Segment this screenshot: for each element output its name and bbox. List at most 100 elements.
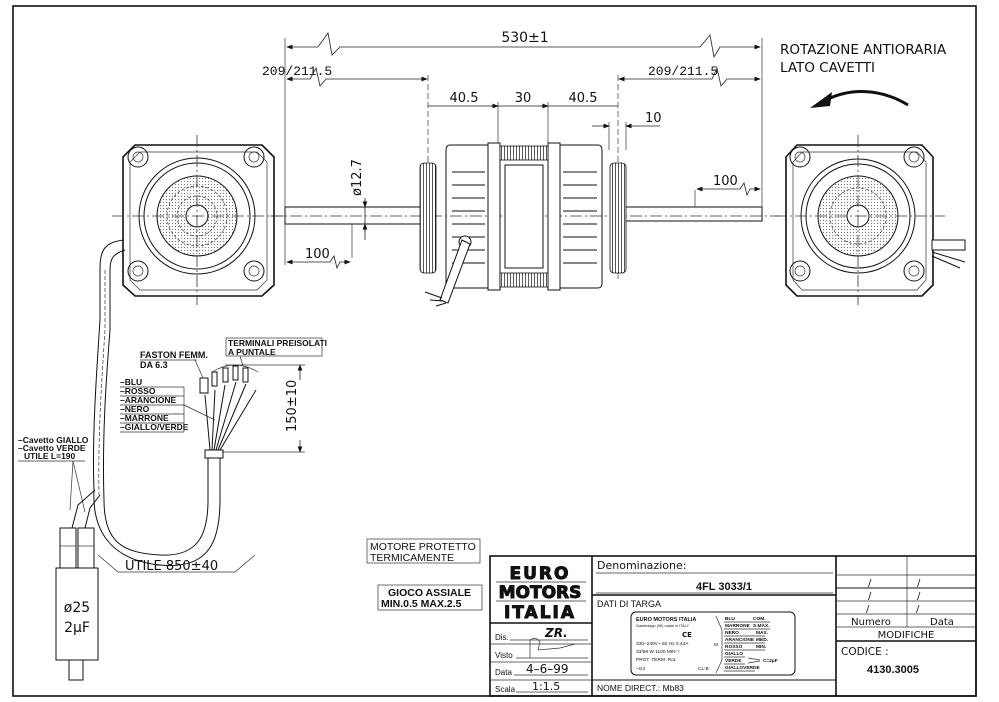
capacitor-value-label: 2µF [64, 620, 90, 636]
svg-text:MIN.0.5 MAX.2.5: MIN.0.5 MAX.2.5 [381, 598, 462, 610]
svg-text:VERDE: VERDE [725, 658, 742, 664]
dati-targa-label: DATI DI TARGA [597, 599, 661, 609]
svg-text:GIOCO ASSIALE: GIOCO ASSIALE [388, 587, 471, 599]
axial-play-note: GIOCO ASSIALE MIN.0.5 MAX.2.5 [377, 584, 483, 611]
motor-side-view [270, 142, 780, 307]
svg-text:NERO: NERO [725, 630, 739, 636]
svg-text:Gambolago (MI) made in ITALY: Gambolago (MI) made in ITALY [636, 624, 690, 628]
segment-left-label: 40.5 [450, 91, 479, 106]
svg-text:330–240V~ 50 Hz 0.44A: 330–240V~ 50 Hz 0.44A [636, 641, 689, 647]
data-value: 4–6–99 [526, 662, 569, 676]
motor-end-view-right [775, 135, 966, 305]
wire-color-item: –NERO [120, 404, 150, 414]
dimension-overall: 530±1 [284, 30, 763, 265]
title-block: EURO MOTORS ITALIA Dis. ZR. Visto Data 4… [489, 555, 977, 697]
segment-right-label: 40.5 [569, 91, 598, 106]
svg-text:M: M [714, 642, 718, 648]
svg-text:A PUNTALE: A PUNTALE [228, 347, 276, 357]
wire-color-item: –ARANCIONE [120, 395, 177, 405]
dimension-shaft-body: 209/211.5 209/211.5 [262, 64, 761, 280]
svg-text:MAX.: MAX. [756, 630, 768, 636]
wire-harness: 150±10 [93, 364, 305, 567]
svg-text:S.MAX.: S.MAX. [753, 623, 770, 629]
svg-text:MOTORE PROTETTO: MOTORE PROTETTO [370, 541, 476, 553]
capacitor-diameter-label: ø25 [64, 600, 90, 616]
svg-text:EURO MOTORS ITALIA: EURO MOTORS ITALIA [636, 617, 696, 623]
modifica-numero: / [868, 578, 872, 589]
svg-text:MIN.: MIN. [756, 644, 766, 650]
left-flat-label: 100 [305, 247, 330, 262]
nameplate-wiring-table: BLU COM. MARRONE S.MAX. NERO MAX. ARANCI… [724, 616, 778, 672]
svg-text:–Cavetto GIALLO: –Cavetto GIALLO [18, 435, 89, 445]
company-logo: EURO MOTORS ITALIA [496, 564, 586, 624]
lead-length-label: 150±10 [285, 380, 300, 432]
cable-length-label: UTILE 850±40 [125, 559, 218, 574]
visto-label: Visto [495, 651, 513, 660]
rotation-note: ROTAZIONE ANTIORARIA LATO CAVETTI [780, 42, 947, 108]
thermal-protection-note: MOTORE PROTETTO TERMICAMENTE [366, 538, 481, 564]
svg-text:MOTORS: MOTORS [499, 583, 582, 603]
scala-value: 1:1.5 [532, 680, 560, 693]
left-shaft-dimension: 209/211.5 [262, 64, 332, 79]
rotation-line2: LATO CAVETTI [780, 60, 875, 76]
modifica-data: / [917, 578, 921, 589]
overall-length-label: 530±1 [501, 30, 548, 46]
svg-text:CL:B: CL:B [698, 666, 709, 672]
dimension-shaft-diameter: ø12.7 [350, 159, 368, 240]
svg-text:UTILE L=190: UTILE L=190 [24, 451, 76, 461]
svg-text:–G4: –G4 [636, 666, 645, 672]
dis-value: ZR. [544, 626, 568, 640]
svg-text:TERMINALI PREISOLATI: TERMINALI PREISOLATI [228, 338, 327, 348]
counterclockwise-arrow-icon [825, 90, 909, 107]
svg-text:PROT. TERM. Rot.: PROT. TERM. Rot. [636, 657, 676, 663]
svg-text:ARANCIONE: ARANCIONE [725, 637, 755, 643]
wire-color-item: –MARRONE [120, 413, 169, 423]
modifica-numero: / [866, 604, 870, 615]
svg-text:–Cavetto VERDE: –Cavetto VERDE [18, 443, 86, 453]
capacitor: ø25 2µF [55, 489, 101, 681]
denominazione-label: Denominazione: [597, 559, 686, 572]
dimension-bearing: 10 [592, 111, 662, 150]
right-flat-label: 100 [713, 174, 738, 189]
capacitor-leads-label: –Cavetto GIALLO –Cavetto VERDE UTILE L=1… [18, 435, 89, 513]
svg-text:ITALIA: ITALIA [504, 603, 576, 623]
svg-text:GIALLOVERDE: GIALLOVERDE [725, 665, 760, 671]
scala-label: Scala [495, 685, 516, 694]
dis-label: Dis. [495, 633, 509, 642]
rotation-line1: ROTAZIONE ANTIORARIA [780, 42, 947, 58]
wire-color-item: –BLU [120, 377, 142, 387]
faston-label: FASTON FEMM. DA 6.3 [140, 350, 208, 379]
svg-text:ROSSO: ROSSO [725, 644, 743, 650]
nome-direct-label: NOME DIRECT.: Mb83 [597, 683, 684, 693]
svg-text:TERMICAMENTE: TERMICAMENTE [370, 552, 454, 564]
wire-color-item: –ROSSO [120, 386, 156, 396]
wire-color-list: –BLU –ROSSO –ARANCIONE –NERO –MARRONE –G… [120, 377, 216, 433]
svg-text:C=2µF: C=2µF [763, 658, 778, 664]
segment-center-label: 30 [515, 91, 532, 106]
svg-text:DA 6.3: DA 6.3 [140, 360, 168, 370]
svg-text:BLU: BLU [725, 616, 735, 622]
svg-text:CE: CE [682, 631, 692, 639]
right-shaft-dimension: 209/211.5 [648, 64, 718, 79]
motor-end-view-left [92, 135, 285, 501]
codice-value: 4130.3005 [867, 664, 919, 676]
dimension-right-flat: 100 [696, 174, 761, 197]
denominazione-value: 4FL 3033/1 [696, 581, 752, 593]
data-header: Data [930, 617, 954, 628]
dimension-cable-length: UTILE 850±40 [97, 554, 256, 574]
svg-text:MED.: MED. [756, 637, 768, 643]
shaft-diameter-label: ø12.7 [350, 159, 365, 196]
modifica-data: / [917, 591, 921, 602]
svg-text:GIALLO: GIALLO [725, 651, 743, 657]
wire-color-item: –GIALLO/VERDE [120, 422, 189, 432]
svg-text:COM.: COM. [753, 616, 766, 622]
terminals-label: TERMINALI PREISOLATI A PUNTALE [225, 337, 327, 367]
signature [529, 638, 576, 658]
nameplate: EURO MOTORS ITALIA Gambolago (MI) made i… [630, 611, 796, 676]
svg-text:EURO: EURO [510, 564, 571, 584]
data-label: Data [495, 668, 512, 677]
modifica-numero: / [868, 591, 872, 602]
svg-text:33/98 W 1100 MIN⁻¹: 33/98 W 1100 MIN⁻¹ [636, 649, 680, 655]
codice-label: CODICE : [841, 646, 889, 658]
